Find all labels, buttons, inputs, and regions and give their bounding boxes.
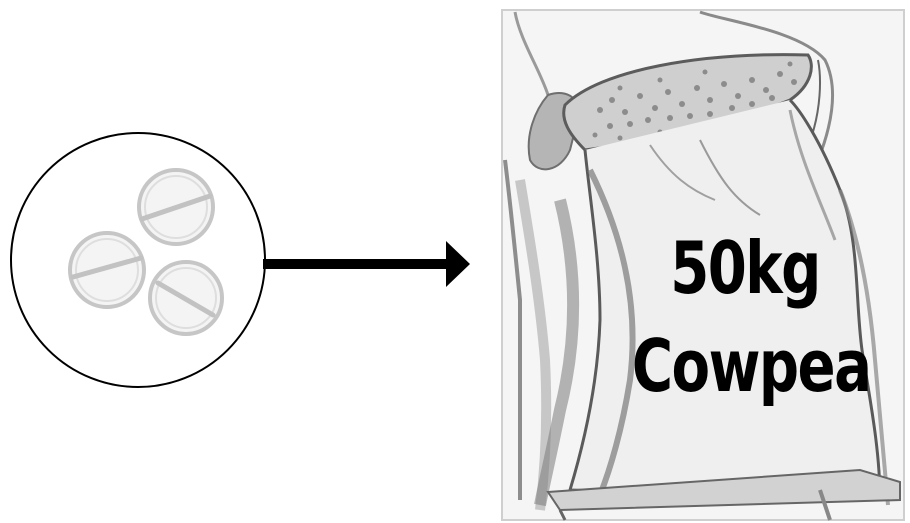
tablet-icon [139,170,213,244]
bag-crop-label: Cowpea [632,326,858,406]
arrow-right-icon [263,241,470,287]
bag-weight-label: 50kg [632,228,858,308]
tablet-icon [150,262,222,334]
tablet-icon [70,233,144,307]
